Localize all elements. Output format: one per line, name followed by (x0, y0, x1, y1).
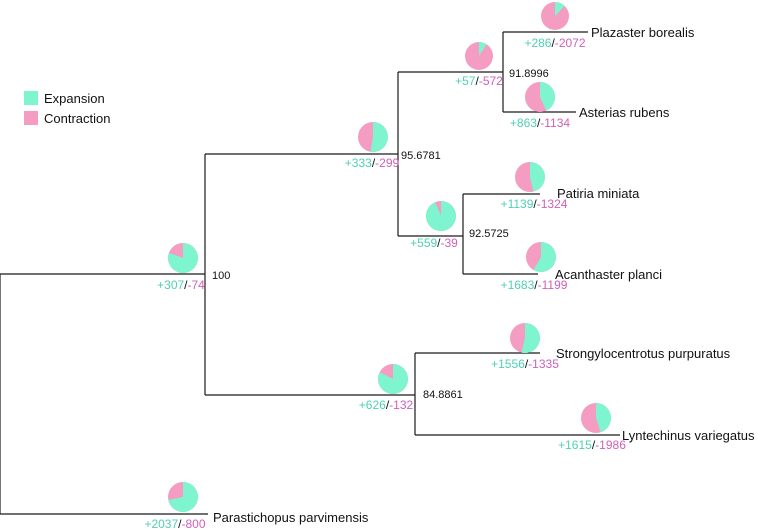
pie-plazaster (541, 1, 569, 30)
count-strongylocentrotus: +1556/-1335 (491, 357, 559, 371)
pie-asteriidae (465, 42, 493, 70)
bootstrap-echinoid: 84.8861 (423, 389, 463, 401)
taxon-parastichopus-parvimensis: Parastichopus parvimensis (213, 510, 369, 525)
pie-slice-expansion (167, 243, 198, 274)
taxon-acanthaster-planci: Acanthaster planci (555, 267, 662, 282)
count-plazaster: +286/-2072 (524, 36, 585, 50)
bootstrap-asteriidae: 91.8996 (509, 68, 549, 80)
pie-slice-expansion (540, 82, 556, 111)
legend-label-contraction: Contraction (44, 111, 110, 126)
count-root: +307/-74 (157, 278, 205, 292)
pie-parastichopus (168, 482, 198, 512)
pie-asterias (525, 82, 556, 112)
branch-asteroid (397, 71, 503, 237)
pie-slice-expansion (530, 162, 545, 192)
pie-strongylocentrotus (510, 323, 540, 353)
legend-label-expansion: Expansion (44, 91, 105, 106)
pie-patiria (515, 162, 545, 192)
branch-asteriidae (502, 31, 588, 113)
legend: Expansion Contraction (24, 91, 110, 126)
taxon-lyntechinus-variegatus: Lyntechinus variegatus (622, 428, 755, 443)
pie-slice-expansion (425, 201, 456, 231)
count-asteroid: +333/-299 (345, 156, 400, 170)
count-patiria: +1139/-1324 (501, 197, 568, 211)
pie-asteroid (358, 122, 388, 152)
count-asteriidae: +57/-572 (455, 74, 503, 88)
pie-slice-expansion (377, 364, 408, 395)
legend-swatch-expansion (24, 91, 38, 105)
legend-swatch-contraction (24, 111, 38, 125)
pie-slice-expansion (479, 42, 487, 56)
bootstrap-valvatida: 92.5725 (469, 228, 509, 240)
count-asterias: +863/-1134 (510, 116, 571, 130)
count-labels: +286/-2072 +863/-1134 +57/-572 +1139/-13… (144, 36, 626, 530)
bootstrap-root: 100 (212, 270, 230, 282)
count-parastichopus: +2037/-800 (144, 517, 205, 530)
tree-branches (0, 31, 620, 515)
count-echinoid: +626/-132 (359, 398, 414, 412)
pie-lyntechinus (581, 403, 611, 433)
branch-ingroup (204, 153, 415, 396)
pie-echinoid (377, 364, 408, 395)
taxon-asterias-rubens: Asterias rubens (579, 105, 670, 120)
pie-slice-expansion (555, 1, 565, 17)
pie-charts (167, 1, 611, 512)
pie-valvatida (425, 201, 456, 231)
pie-slice-expansion (521, 323, 540, 353)
count-acanthaster: +1683/-1199 (501, 278, 568, 292)
pie-acanthaster (526, 242, 557, 272)
taxon-plazaster-borealis: Plazaster borealis (591, 25, 695, 40)
bootstrap-asteroid: 95.6781 (401, 150, 441, 162)
taxon-labels: Plazaster borealis Asterias rubens Patir… (213, 25, 755, 525)
pie-slice-expansion (533, 242, 557, 272)
count-valvatida: +559/-39 (410, 236, 458, 250)
count-lyntechinus: +1615/-1986 (558, 438, 626, 452)
pie-slice-expansion (168, 482, 198, 512)
pie-slice-expansion (596, 403, 611, 433)
pie-slice-expansion (370, 122, 388, 152)
bootstrap-values: 100 95.6781 91.8996 92.5725 84.8861 (212, 68, 549, 401)
branch-echinoid (414, 352, 620, 436)
pie-root_in (167, 243, 198, 274)
taxon-patiria-miniata: Patiria miniata (557, 186, 640, 201)
branch-root (0, 273, 208, 515)
branch-valvatida (462, 193, 540, 275)
taxon-strongylocentrotus-purpuratus: Strongylocentrotus purpuratus (556, 346, 731, 361)
